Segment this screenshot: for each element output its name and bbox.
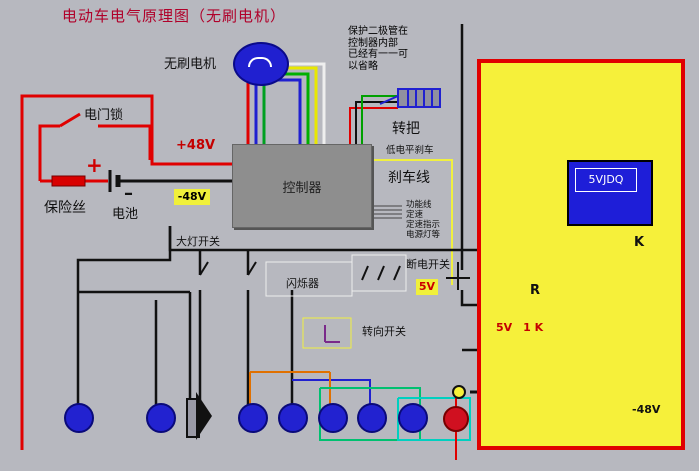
transistor-k-label: K [634, 235, 645, 250]
lamp-front-right [278, 403, 308, 433]
lamp-headlight [64, 403, 94, 433]
svg-text:–: – [124, 183, 133, 204]
cutoff-switches [361, 265, 401, 281]
lamp-front-left [238, 403, 268, 433]
throttle-arrow [379, 95, 399, 105]
red-power-wires [20, 94, 232, 450]
brake-sensor [446, 262, 470, 290]
turn-switch-label: 转向开关 [362, 325, 406, 338]
motor-icon [233, 42, 289, 86]
controller-label: 控制器 [282, 181, 322, 196]
terminal-node [452, 385, 466, 399]
headlight-switches [199, 261, 257, 276]
brake-wire-label: 刹车线 [388, 170, 430, 186]
horn-bell-icon [196, 392, 212, 440]
cutoff-frame [351, 254, 407, 292]
five-v-tag: 5V [416, 279, 438, 295]
turn-switch-frame [302, 317, 352, 349]
diagram-title: 电动车电气原理图（无刷电机） [62, 7, 287, 25]
throttle-label: 转把 [392, 121, 420, 137]
relay-block: 5VJDQ [567, 160, 653, 226]
resistor-value-label: 5V 1 K [496, 321, 544, 334]
diode-note: 保护二极管在 控制器内部 已经有一一可 以省略 [348, 26, 408, 72]
resistor-name-label: R [530, 283, 541, 298]
battery-label: 电池 [112, 207, 139, 222]
headlight-switch-label: 大灯开关 [176, 235, 220, 248]
low-level-brake-label: 低电平刹车 [386, 145, 434, 156]
relay-panel [477, 59, 685, 450]
lamp-rear-left [318, 403, 348, 433]
fuse-label: 保险丝 [44, 200, 86, 216]
cutoff-switch-label: 断电开关 [406, 258, 450, 271]
motor-label: 无刷电机 [164, 57, 217, 72]
throttle-grip [397, 88, 441, 108]
controller-box: 控制器 [232, 144, 372, 228]
relay-cap: 5VJDQ [575, 168, 637, 192]
lamp-rear-right [357, 403, 387, 433]
plus48-label: +48V [176, 138, 216, 153]
minus48-tag: -48V [174, 189, 210, 205]
battery-symbol: + – [86, 153, 232, 204]
flasher-label: 闪烁器 [286, 277, 319, 290]
function-wire-stubs [370, 205, 402, 219]
door-lock-label: 电门锁 [84, 108, 124, 123]
throttle-grip-ribs [407, 89, 433, 107]
lamp-indicator [146, 403, 176, 433]
function-wires-label: 功能线 定速 定速指示 电源灯等 [406, 200, 441, 240]
door-lock-switch-blade [59, 112, 81, 128]
relay-name: 5VJDQ [588, 173, 624, 186]
lamp-brake [398, 403, 428, 433]
turn-switch-contacts [324, 325, 340, 343]
svg-text:+: + [86, 153, 103, 177]
fuse-symbol [51, 175, 86, 187]
motor-icon-coil [248, 57, 272, 67]
minus48-bottom-label: -48V [632, 403, 661, 416]
lamp-brake-red [443, 406, 469, 432]
